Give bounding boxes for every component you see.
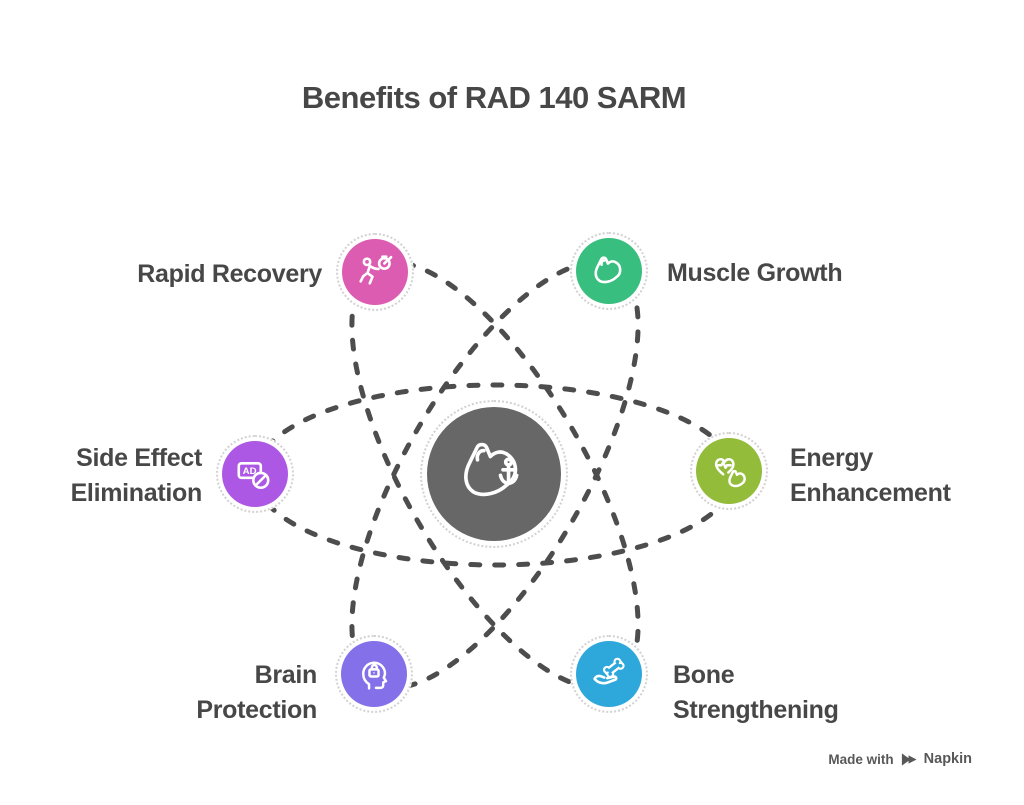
- node-side-effect-elimination: AD: [216, 435, 294, 513]
- rapid-recovery-circle: [342, 239, 408, 305]
- node-brain-protection: [335, 635, 413, 713]
- svg-text:AD: AD: [243, 466, 257, 477]
- label-brain-protection: Brain Protection: [196, 661, 317, 724]
- flexed-bicep-icon: [594, 256, 622, 284]
- flexed-bicep-anchor-icon: [464, 442, 519, 497]
- bone-strengthening-circle: [576, 641, 642, 707]
- node-muscle-growth: [570, 232, 648, 310]
- node-energy-enhancement: [690, 432, 768, 510]
- label-bone-strengthening: Bone Strengthening: [673, 661, 839, 724]
- label-rapid-recovery: Rapid Recovery: [137, 260, 322, 288]
- hub-circle: [427, 407, 561, 541]
- node-rapid-recovery: [336, 233, 414, 311]
- hub-node: [420, 400, 568, 548]
- label-muscle-growth: Muscle Growth: [667, 259, 843, 287]
- napkin-brand-text: Napkin: [923, 751, 972, 767]
- page-title: Benefits of RAD 140 SARM: [301, 80, 687, 115]
- made-with-napkin-link[interactable]: Made with Napkin: [828, 751, 972, 767]
- node-bone-strengthening: [570, 635, 648, 713]
- heart-pulse-bicep-icon: [714, 458, 746, 488]
- ad-block-icon: AD: [237, 461, 270, 490]
- made-with-text: Made with: [828, 751, 894, 767]
- brain-protection-circle: [341, 641, 407, 707]
- hand-bone-icon: [593, 657, 625, 685]
- muscle-growth-circle: [576, 238, 642, 304]
- label-side-effect-elimination: Side Effect Elimination: [70, 444, 203, 507]
- runner-stopwatch-icon: [359, 255, 393, 285]
- head-lock-icon: [362, 661, 388, 690]
- napkin-logo-icon: [901, 752, 917, 766]
- energy-enhancement-circle: [696, 438, 762, 504]
- label-energy-enhancement: Energy Enhancement: [790, 444, 951, 507]
- side-effect-circle: AD: [222, 441, 288, 507]
